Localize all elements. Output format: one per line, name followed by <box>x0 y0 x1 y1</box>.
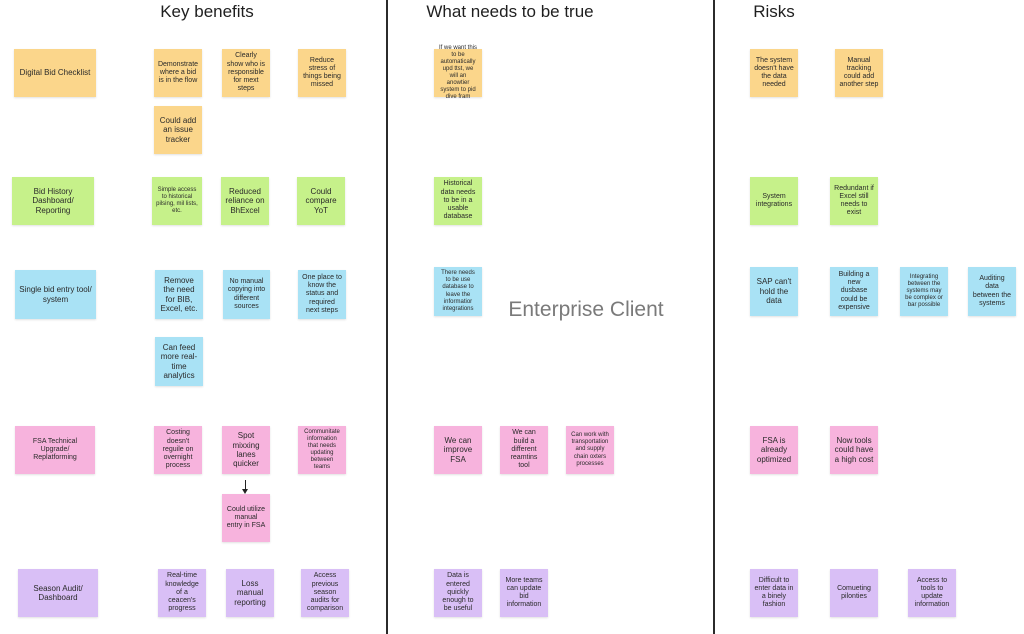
note-use-database[interactable]: There needs to be use database to leave … <box>434 267 482 316</box>
note-build-different-tool[interactable]: We can build a different reamtins tool <box>500 426 548 474</box>
note-automatic-update[interactable]: If we want this to be automatically upd … <box>434 45 482 100</box>
note-issue-tracker[interactable]: Could add an issue tracker <box>154 106 202 154</box>
column-divider-left <box>386 0 388 634</box>
note-auditing-data[interactable]: Auditing data between the systems <box>968 267 1016 316</box>
arrow-down-icon <box>242 489 248 494</box>
watermark-enterprise-client: Enterprise Client <box>508 298 664 321</box>
note-difficult-enter-data[interactable]: Difficult to enter data in a binely fash… <box>750 569 798 617</box>
note-sap-cant-hold[interactable]: SAP can't hold the data <box>750 267 798 316</box>
note-work-with-transportation[interactable]: Can work with transportation and supply … <box>566 426 614 474</box>
note-remove-need-bib[interactable]: Remove the need for BIB, Excel, etc. <box>155 270 203 319</box>
note-loss-manual-reporting[interactable]: Loss manual reporting <box>226 569 274 617</box>
note-manual-entry-fsa[interactable]: Could utilize manual entry in FSA <box>222 494 270 542</box>
column-title-key-benefits: Key benefits <box>160 2 254 21</box>
note-communicate-information[interactable]: Communitate information that needs updat… <box>298 426 346 474</box>
arrow-connector-line <box>245 480 246 491</box>
column-title-what-needs-to-be-true: What needs to be true <box>426 2 594 21</box>
note-compare-yoy[interactable]: Could compare YoT <box>297 177 345 225</box>
note-system-integrations[interactable]: System integrations <box>750 177 798 225</box>
note-historical-data-database[interactable]: Historical data needs to be in a usable … <box>434 177 482 225</box>
note-demonstrate-bid-flow[interactable]: Demonstrate where a bid is in the flow <box>154 49 202 97</box>
note-new-database-expensive[interactable]: Building a new dusbase could be expensiv… <box>830 267 878 316</box>
note-costing-overnight[interactable]: Costing doesn't reguile on overnight pro… <box>154 426 202 474</box>
note-access-to-tools[interactable]: Access to tools to update information <box>908 569 956 617</box>
note-integrating-systems-complex[interactable]: Integrating between the systems may be c… <box>900 267 948 316</box>
note-more-teams-update[interactable]: More teams can update bid information <box>500 569 548 617</box>
row-note-bid-history-dashboard[interactable]: Bid History Dashboard/ Reporting <box>12 177 94 225</box>
note-reduced-reliance[interactable]: Reduced reliance on BhExcel <box>221 177 269 225</box>
note-no-manual-copying[interactable]: No manual copying into different sources <box>223 270 270 319</box>
note-fsa-already-optimized[interactable]: FSA is already optimized <box>750 426 798 474</box>
row-note-single-bid-entry[interactable]: Single bid entry tool/ system <box>15 270 96 319</box>
note-redundant-excel[interactable]: Redundant if Excel still needs to exist <box>830 177 878 225</box>
note-system-missing-data[interactable]: The system doesn't have the data needed <box>750 49 798 97</box>
row-note-season-audit[interactable]: Season Audit/ Dashboard <box>18 569 98 617</box>
note-feed-real-time-analytics[interactable]: Can feed more real-time analytics <box>155 337 203 386</box>
note-spot-lanes[interactable]: Spot mixxing lanes quicker <box>222 426 270 474</box>
note-data-entered-quickly[interactable]: Data is entered quickly enough to be use… <box>434 569 482 617</box>
column-divider-right <box>713 0 715 634</box>
note-improve-fsa[interactable]: We can improve FSA <box>434 426 482 474</box>
note-new-tools-high-cost[interactable]: Now tools could have a high cost <box>830 426 878 474</box>
note-one-place-status[interactable]: One place to know the status and require… <box>298 270 346 319</box>
note-competing-priorities[interactable]: Comueting pilonties <box>830 569 878 617</box>
note-reduce-stress[interactable]: Reduce stress of things being missed <box>298 49 346 97</box>
note-manual-tracking-step[interactable]: Manual tracking could add another step <box>835 49 883 97</box>
note-simple-access-historical[interactable]: Simple access to historical pilsing, mil… <box>152 177 202 225</box>
row-note-fsa-technical-upgrade[interactable]: FSA Technical Upgrade/ Replatforming <box>15 426 95 474</box>
row-note-digital-bid-checklist[interactable]: Digital Bid Checklist <box>14 49 96 97</box>
note-realtime-knowledge[interactable]: Real-time knowledge of a ceacen's progre… <box>158 569 206 617</box>
column-title-risks: Risks <box>753 2 795 21</box>
note-access-previous-audits[interactable]: Access previous season audits for compar… <box>301 569 349 617</box>
note-clearly-show-responsible[interactable]: Clearly show who is responsible for mext… <box>222 49 270 97</box>
